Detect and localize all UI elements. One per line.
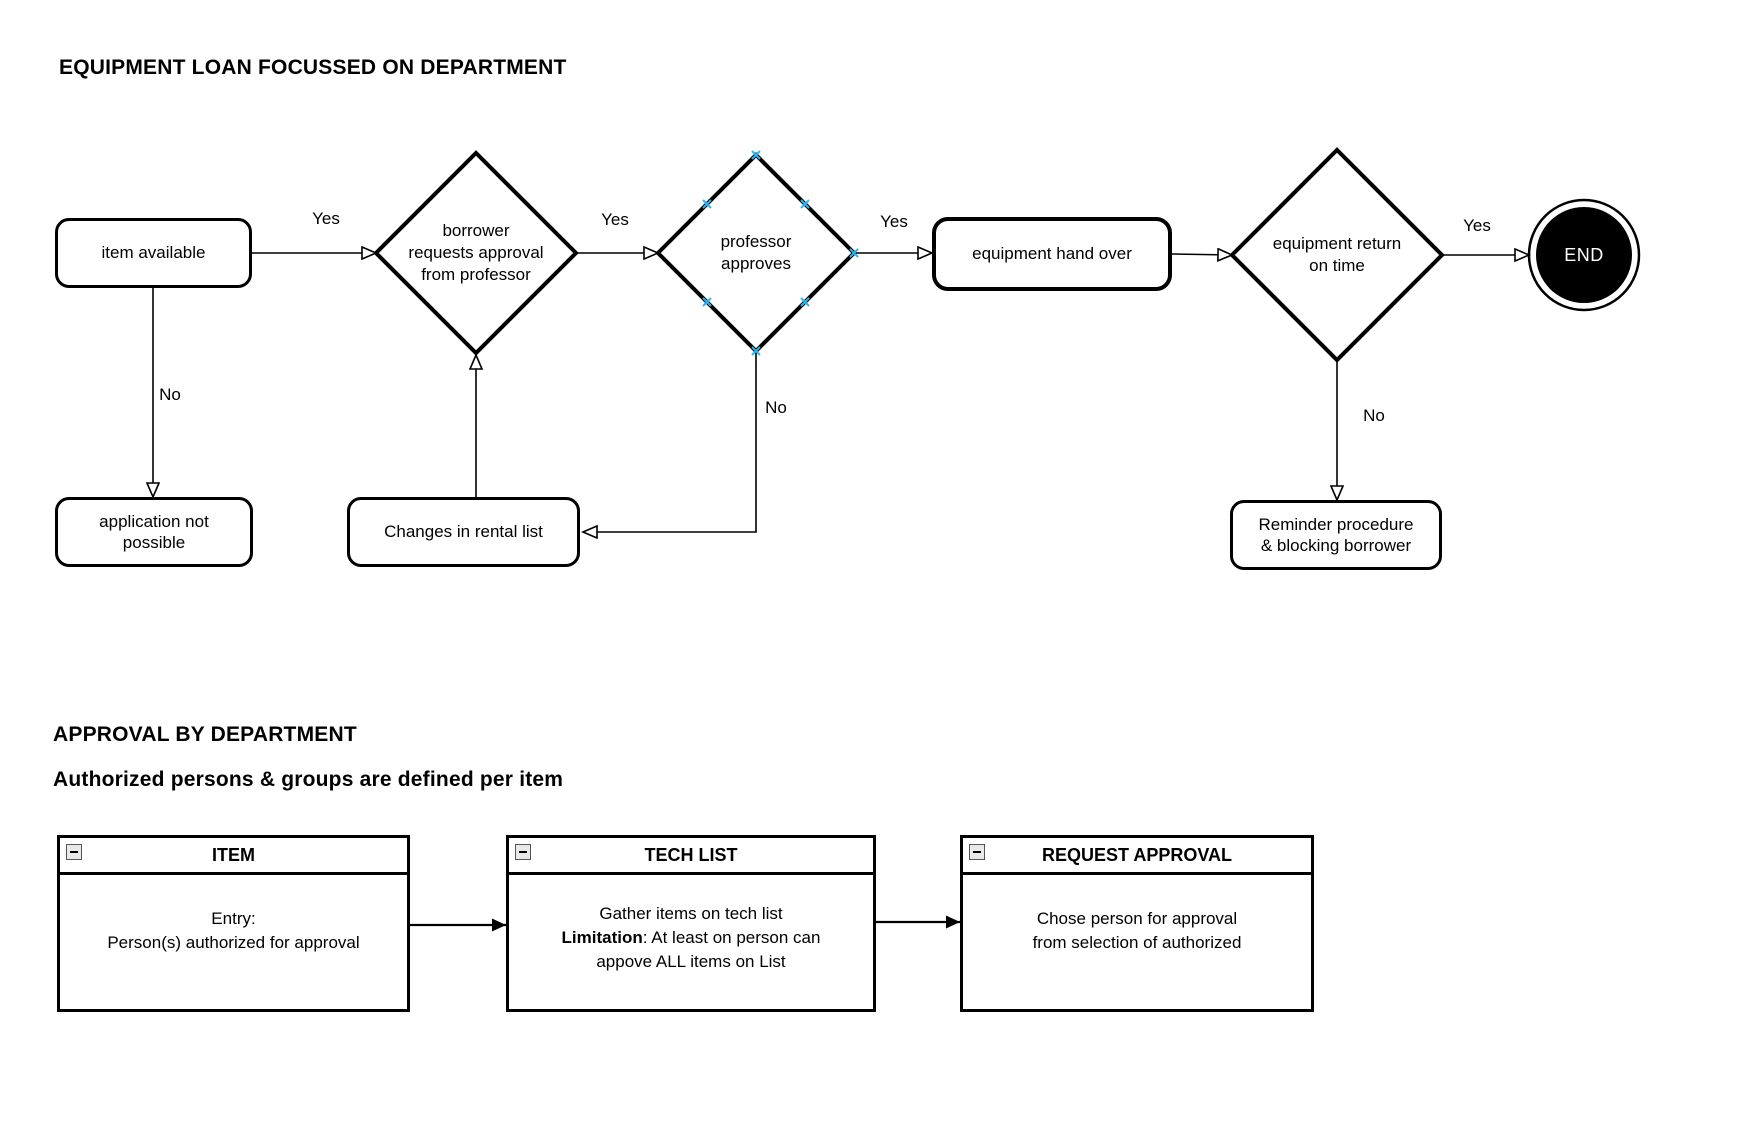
connection-point-icon [751,346,761,356]
connection-point-icon [800,297,810,307]
connection-point-icon [800,199,810,209]
equipment-return-diamond[interactable] [1229,147,1445,363]
item-available-node[interactable]: item available [55,218,252,288]
section-subtitle: Authorized persons & groups are defined … [53,768,564,791]
tech-list-table-title: TECH LIST [644,844,738,865]
table-body-line: Entry: [211,908,256,928]
connection-point-icons [702,150,859,356]
edge-label-yes-1: Yes [312,209,340,228]
edge-label-no-3: No [1363,406,1385,425]
edge-label-yes-2: Yes [601,210,629,229]
borrower-requests-diamond[interactable] [373,150,579,356]
section-title: APPROVAL BY DEPARTMENT [53,723,357,746]
reminder-procedure-node[interactable]: Reminder procedure & blocking borrower [1230,500,1442,570]
tech-list-table[interactable]: TECH LIST Gather items on tech list Limi… [506,835,876,1012]
connection-point-icon [849,248,859,258]
edge-label-yes-3: Yes [880,212,908,231]
table-body-line: Gather items on tech list [599,903,783,923]
table-body-line: Chose person for approval [1036,908,1238,928]
item-available-label: item available [101,243,206,263]
tech-list-table-header: TECH LIST [509,838,873,875]
edge-label-no-2: No [765,398,787,417]
request-approval-table-header: REQUEST APPROVAL [963,838,1311,875]
table-body-line: appove ALL items on List [596,952,786,972]
edge-label-yes-4: Yes [1463,216,1491,235]
collapse-icon[interactable] [969,844,985,860]
professor-approves-diamond[interactable] [655,152,857,354]
limitation-rest-text: : At least on person can [642,927,821,947]
edge-label-no-1: No [159,385,181,404]
edge-professor-no-to-changes [583,351,757,532]
item-table-header: ITEM [60,838,407,875]
flow-title: EQUIPMENT LOAN FOCUSSED ON DEPARTMENT [59,56,567,79]
request-approval-table-title: REQUEST APPROVAL [1041,844,1233,865]
item-table-title: ITEM [212,844,255,865]
limitation-bold-text: Limitation [561,927,643,947]
connection-point-icon [702,297,712,307]
request-approval-table-body: Chose person for approval from selection… [963,875,1311,1009]
connection-point-icon [702,199,712,209]
item-table[interactable]: ITEM Entry: Person(s) authorized for app… [57,835,410,1012]
tech-list-table-body: Gather items on tech list Limitation: At… [509,875,873,1009]
table-body-line: Limitation: At least on person can [562,926,821,950]
edge-handover-to-return [1171,254,1232,255]
equipment-hand-over-node[interactable]: equipment hand over [932,217,1172,291]
reminder-procedure-label: Reminder procedure & blocking borrower [1258,514,1414,555]
equipment-hand-over-label: equipment hand over [972,244,1132,264]
request-approval-table[interactable]: REQUEST APPROVAL Chose person for approv… [960,835,1314,1012]
item-table-body: Entry: Person(s) authorized for approval [60,875,407,1009]
application-not-possible-node[interactable]: application not possible [55,497,253,567]
connection-point-icon [751,150,761,160]
table-body-line: Person(s) authorized for approval [107,933,360,952]
table-body-line: from selection of authorized [1032,933,1242,952]
collapse-icon[interactable] [515,844,531,860]
changes-rental-list-label: Changes in rental list [384,522,543,542]
application-not-possible-label: application not possible [99,511,209,552]
collapse-icon[interactable] [66,844,82,860]
end-node-inner-circle[interactable] [1536,207,1632,303]
changes-rental-list-node[interactable]: Changes in rental list [347,497,580,567]
